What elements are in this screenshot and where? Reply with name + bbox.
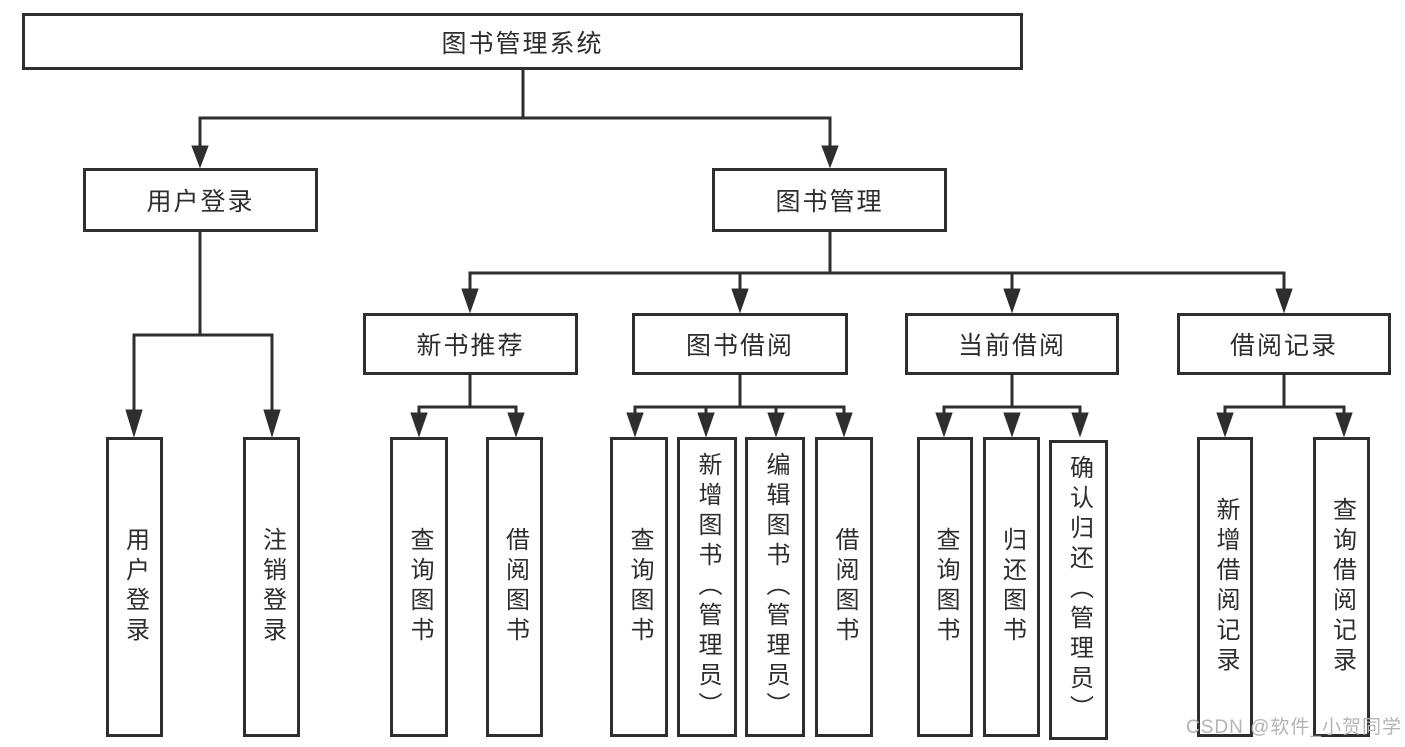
- node-recommend-query-book: 查询图书: [390, 437, 448, 737]
- arrow-down-icon: [821, 145, 839, 169]
- csdn-watermark: CSDN @软件_小贺同学: [1186, 717, 1402, 738]
- node-new-book-recommend: 新书推荐: [363, 313, 578, 375]
- arrow-down-icon: [410, 412, 428, 438]
- node-user-login-module: 用户登录: [83, 168, 318, 232]
- arrow-down-icon: [507, 412, 525, 438]
- node-borrow-records: 借阅记录: [1177, 313, 1391, 375]
- arrow-down-icon: [125, 409, 143, 438]
- node-library-management-system: 图书管理系统: [22, 13, 1023, 70]
- arrow-down-icon: [461, 288, 479, 314]
- arrow-down-icon: [935, 412, 953, 438]
- node-book-borrow: 图书借阅: [632, 313, 848, 375]
- node-borrow-query-book: 查询图书: [610, 437, 668, 737]
- node-current-borrow: 当前借阅: [905, 313, 1119, 375]
- node-confirm-return-admin: 确认归还（管理员）: [1049, 440, 1108, 740]
- node-recommend-borrow-book: 借阅图书: [486, 437, 543, 737]
- node-edit-book-admin: 编辑图书（管理员）: [745, 437, 805, 737]
- node-add-book-admin: 新增图书（管理员）: [677, 437, 737, 737]
- node-logout-action: 注销登录: [243, 437, 300, 737]
- arrow-down-icon: [1275, 288, 1293, 314]
- arrow-down-icon: [767, 412, 785, 438]
- arrow-down-icon: [1071, 412, 1089, 438]
- arrow-down-icon: [1003, 412, 1021, 438]
- node-query-borrow-record: 查询借阅记录: [1313, 437, 1370, 737]
- arrow-down-icon: [191, 145, 209, 169]
- arrow-down-icon: [731, 288, 749, 314]
- arrow-down-icon: [263, 409, 281, 438]
- node-add-borrow-record: 新增借阅记录: [1197, 437, 1253, 737]
- node-borrow-book-action: 借阅图书: [815, 437, 873, 737]
- node-return-book: 归还图书: [983, 437, 1040, 737]
- node-book-management-module: 图书管理: [712, 168, 947, 232]
- arrow-down-icon: [1335, 412, 1353, 438]
- arrow-down-icon: [835, 412, 853, 438]
- arrow-down-icon: [1216, 412, 1234, 438]
- node-current-query-book: 查询图书: [917, 437, 973, 737]
- node-user-login-action: 用户登录: [106, 437, 163, 737]
- arrow-down-icon: [626, 412, 644, 438]
- arrow-down-icon: [697, 412, 715, 438]
- arrow-down-icon: [1003, 288, 1021, 314]
